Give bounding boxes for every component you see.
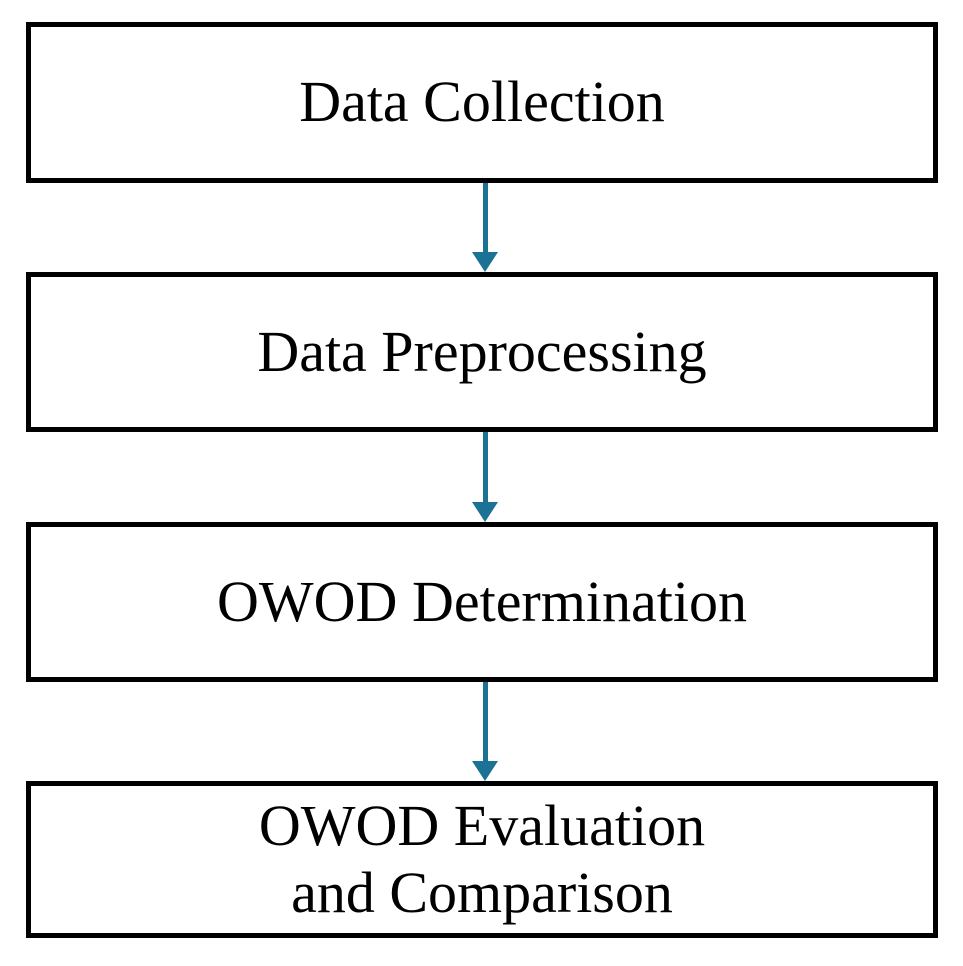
flow-step-label-data-collection: Data Collection [299,69,665,135]
arrow-down-icon [472,761,498,781]
flow-arrow-1 [470,183,500,272]
flow-arrow-3 [470,682,500,781]
flow-step-label-data-preprocessing: Data Preprocessing [257,318,707,384]
flow-step-owod-determination: OWOD Determination [26,522,938,682]
flow-step-label-owod-evaluation-comparison: OWOD Evaluation and Comparison [258,792,706,925]
arrow-shaft [482,432,488,502]
flow-arrow-2 [470,432,500,522]
arrow-down-icon [472,252,498,272]
arrow-shaft [482,183,488,252]
flow-step-label-owod-determination: OWOD Determination [217,568,747,634]
flow-step-data-collection: Data Collection [26,22,938,183]
flow-step-data-preprocessing: Data Preprocessing [26,272,938,432]
flow-step-owod-evaluation-comparison: OWOD Evaluation and Comparison [26,781,938,938]
arrow-shaft [482,682,488,761]
arrow-down-icon [472,502,498,522]
